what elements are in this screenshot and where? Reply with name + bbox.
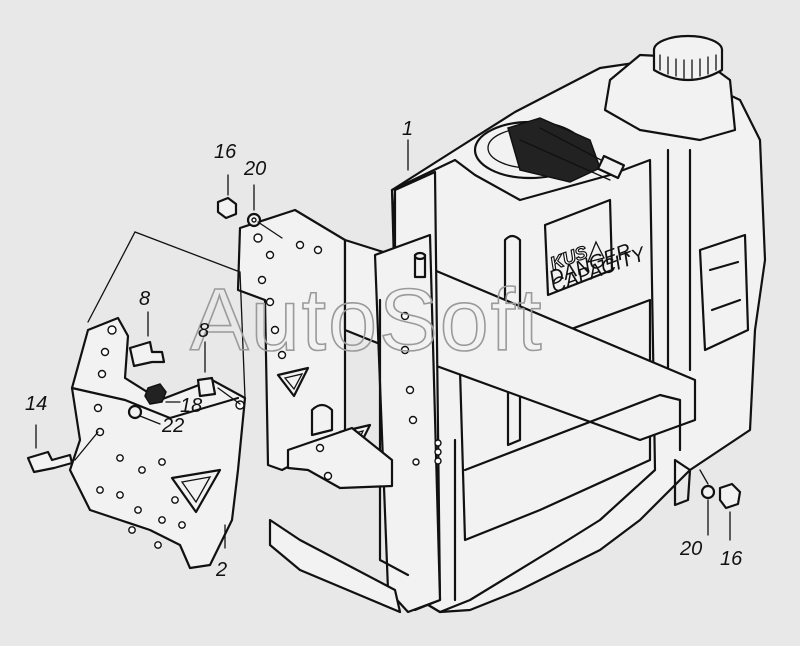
warning-triangle-icon: [586, 240, 605, 263]
callout-20-bottom: 20: [679, 538, 702, 560]
washer-22: [127, 404, 143, 420]
callout-16-top: 16: [214, 141, 237, 163]
callout-8-middle: 8: [198, 320, 209, 342]
callout-8-upper: 8: [139, 288, 150, 310]
mounting-frame: [236, 170, 697, 614]
callout-18: 18: [180, 395, 202, 417]
bolt-14: [26, 450, 74, 474]
nut-18: [144, 383, 167, 405]
bolt-8-upper: [128, 340, 166, 368]
bracket-part-2: [68, 231, 247, 570]
watermark-text: AutoSoft: [190, 270, 544, 369]
callout-16-bottom: 16: [720, 548, 743, 570]
callout-2: 2: [215, 559, 227, 581]
nut-16-top: [216, 196, 238, 220]
callout-1: 1: [402, 118, 413, 140]
fasteners: [26, 139, 742, 549]
callout-14: 14: [25, 393, 47, 415]
callout-20-top: 20: [243, 158, 266, 180]
callout-22: 22: [161, 415, 184, 437]
washer-20-bottom: [700, 484, 716, 500]
nut-16-bottom: [718, 482, 742, 510]
bolt-8-middle: [196, 376, 217, 398]
callout-labels: 1 2 8 8 14 16 16 18 20 20 22: [25, 118, 743, 581]
